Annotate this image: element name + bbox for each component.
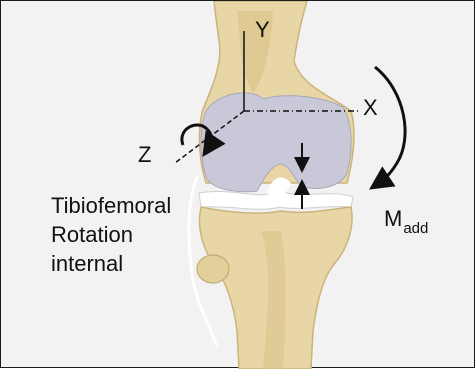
rotation-label-line-1: Tibiofemoral	[51, 191, 171, 220]
rotation-label: Tibiofemoral Rotation internal	[51, 191, 171, 278]
axis-x-label: X	[363, 95, 378, 121]
axis-y-label: Y	[255, 17, 270, 43]
moment-symbol: M	[384, 206, 402, 231]
curved-arrow-adduction-moment-icon	[375, 67, 405, 183]
rotation-label-line-2: Rotation	[51, 220, 171, 249]
moment-label: Madd	[384, 206, 428, 232]
rotation-label-line-3: internal	[51, 249, 171, 278]
axis-z-label: Z	[138, 142, 151, 168]
moment-subscript: add	[403, 220, 428, 237]
fibula-head	[197, 255, 229, 283]
